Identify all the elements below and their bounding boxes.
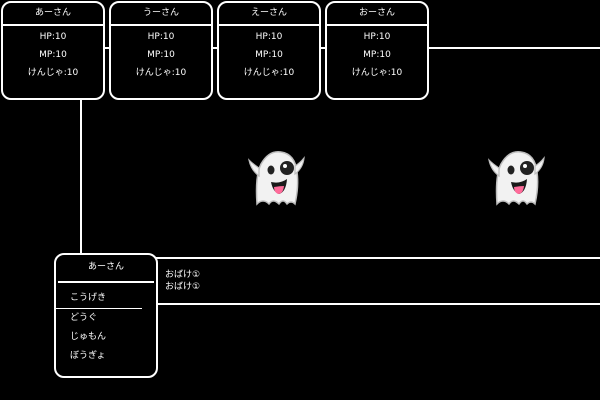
member-skill: けんじゃ:10 [243,68,295,78]
ghost-icon [488,151,545,206]
ghost-icon [248,151,305,206]
member-skill: けんじゃ:10 [351,68,403,78]
member-hp: HP:10 [147,32,175,42]
member-hp: HP:10 [255,32,283,42]
command-actor-name: あーさん [58,255,154,283]
member-mp: MP:10 [147,50,175,60]
member-hp: HP:10 [363,32,391,42]
member-skill: けんじゃ:10 [135,68,187,78]
status-window-member-4: おーさん HP:10 MP:10 けんじゃ:10 [325,1,429,100]
member-mp: MP:10 [363,50,391,60]
member-name: おーさん [327,3,427,26]
member-skill: けんじゃ:10 [27,68,79,78]
status-window-member-3: えーさん HP:10 MP:10 けんじゃ:10 [217,1,321,100]
member-hp: HP:10 [39,32,67,42]
command-item[interactable]: どうぐ [70,313,98,323]
command-spell[interactable]: じゅもん [70,332,107,342]
command-window: あーさん こうげき どうぐ じゅもん ぼうぎょ [54,253,158,378]
member-mp: MP:10 [39,50,67,60]
member-name: えーさん [219,3,319,26]
enemy-list-item[interactable]: おばけ① [165,270,201,280]
enemy-ghost-1[interactable] [244,146,308,210]
status-window-member-1: あーさん HP:10 MP:10 けんじゃ:10 [1,1,105,100]
enemy-list-window: おばけ① おばけ① [143,257,600,305]
member-name: あーさん [3,3,103,26]
party-status-row: あーさん HP:10 MP:10 けんじゃ:10 うーさん HP:10 MP:1… [0,0,600,110]
member-mp: MP:10 [255,50,283,60]
command-attack[interactable]: こうげき [56,289,142,309]
enemy-list-item[interactable]: おばけ① [165,282,201,292]
command-defend[interactable]: ぼうぎょ [70,351,106,361]
member-name: うーさん [111,3,211,26]
status-window-member-2: うーさん HP:10 MP:10 けんじゃ:10 [109,1,213,100]
enemy-ghost-2[interactable] [484,146,548,210]
